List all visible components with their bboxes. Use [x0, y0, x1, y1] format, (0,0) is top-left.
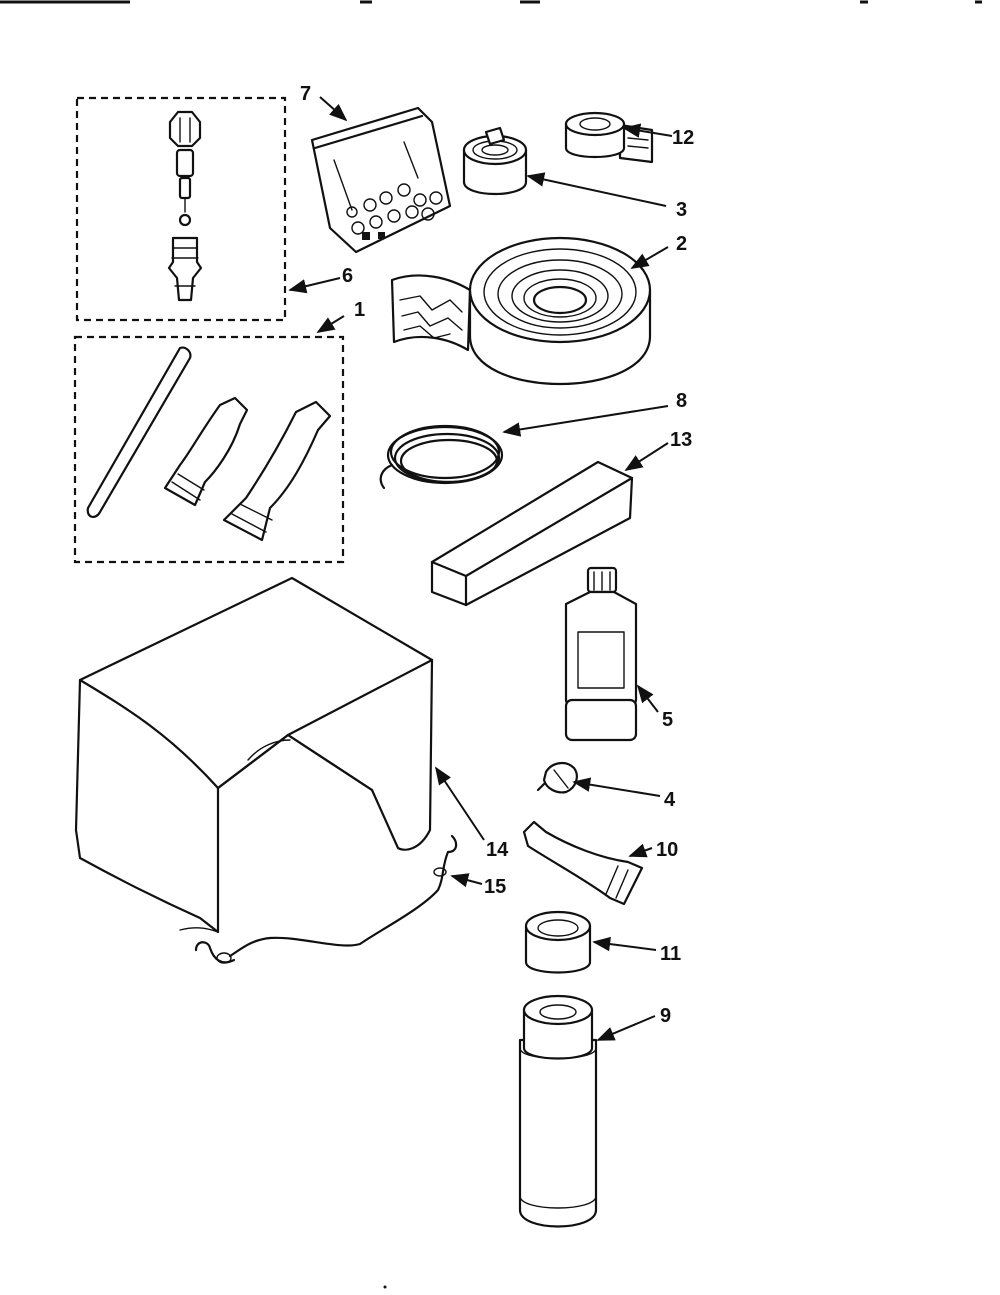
scan-artifacts: [0, 0, 982, 1289]
valve-kit-dashed-box: [75, 96, 287, 322]
callout-label-8: 8: [676, 390, 687, 412]
foam-tape-strip-icon: [390, 274, 472, 352]
tubes-kit-dashed-box: [73, 335, 345, 564]
leader-9: [596, 1015, 656, 1041]
callout-label-4: 4: [664, 789, 676, 811]
callout-label-15: 15: [484, 876, 506, 898]
valve-washer-icon: [178, 213, 192, 227]
leader-12: [622, 123, 673, 138]
small-tube-icon: [522, 820, 644, 906]
callout-labels: 7 12 3 2 6 1 8 13 5 4 10 14 15 11 9: [300, 83, 694, 1027]
foam-tape-roll-group: [390, 236, 652, 386]
leader-14: [435, 766, 485, 841]
valve-body-icon: [167, 236, 203, 302]
callout-label-7: 7: [300, 83, 311, 105]
callout-label-3: 3: [676, 199, 687, 221]
spray-can-group: [518, 994, 598, 1228]
applicator-stick-icon: [86, 346, 192, 518]
parts-bag-icon: [310, 106, 452, 254]
leader-15: [450, 873, 483, 888]
leader-6: [288, 277, 341, 294]
drain-hose-coil-group: [379, 424, 504, 490]
leader-5: [636, 684, 659, 713]
leader-8: [502, 405, 669, 437]
valve-kit-group: [75, 96, 287, 322]
callout-label-11: 11: [660, 943, 681, 965]
leader-2: [630, 246, 669, 269]
leader-10: [628, 843, 653, 858]
bottle-group: [564, 566, 638, 742]
cover-group: [74, 576, 434, 934]
callout-leaders: [288, 96, 673, 1041]
bottle-body-icon: [564, 590, 638, 712]
sealant-tube-large-icon: [222, 400, 332, 542]
leader-13: [624, 442, 669, 471]
callout-label-14: 14: [486, 839, 509, 861]
leader-11: [592, 936, 657, 952]
callout-label-1: 1: [354, 299, 365, 321]
leader-1: [316, 315, 345, 333]
small-tube-group: [522, 820, 644, 906]
callout-label-12: 12: [672, 127, 694, 149]
leader-7: [319, 96, 348, 122]
valve-cap-icon: [168, 110, 202, 148]
foam-seal-strip-group: [430, 460, 634, 607]
leader-3: [526, 172, 667, 207]
foam-seal-strip-icon: [430, 460, 634, 607]
tape-roll-small-group: [564, 111, 654, 164]
insulation-coil-group: [462, 126, 528, 196]
callout-label-9: 9: [660, 1005, 671, 1027]
callout-label-13: 13: [670, 429, 692, 451]
cover-icon: [74, 576, 434, 934]
valve-core-icon: [175, 148, 195, 178]
capsule-group: [536, 762, 578, 794]
drain-hose-coil-icon: [379, 463, 394, 490]
leader-4: [572, 777, 661, 797]
callout-label-5: 5: [662, 709, 673, 731]
callout-label-10: 10: [656, 839, 678, 861]
cord-group: [194, 834, 458, 964]
cord-icon: [228, 834, 458, 958]
callout-label-6: 6: [342, 265, 353, 287]
parts-bag-group: [310, 106, 452, 254]
spray-can-icon: [518, 1038, 598, 1228]
tape-roll-group: [524, 910, 592, 974]
sealant-tube-small-icon: [163, 396, 249, 507]
callout-label-2: 2: [676, 233, 687, 255]
tubes-kit-group: [73, 335, 345, 564]
